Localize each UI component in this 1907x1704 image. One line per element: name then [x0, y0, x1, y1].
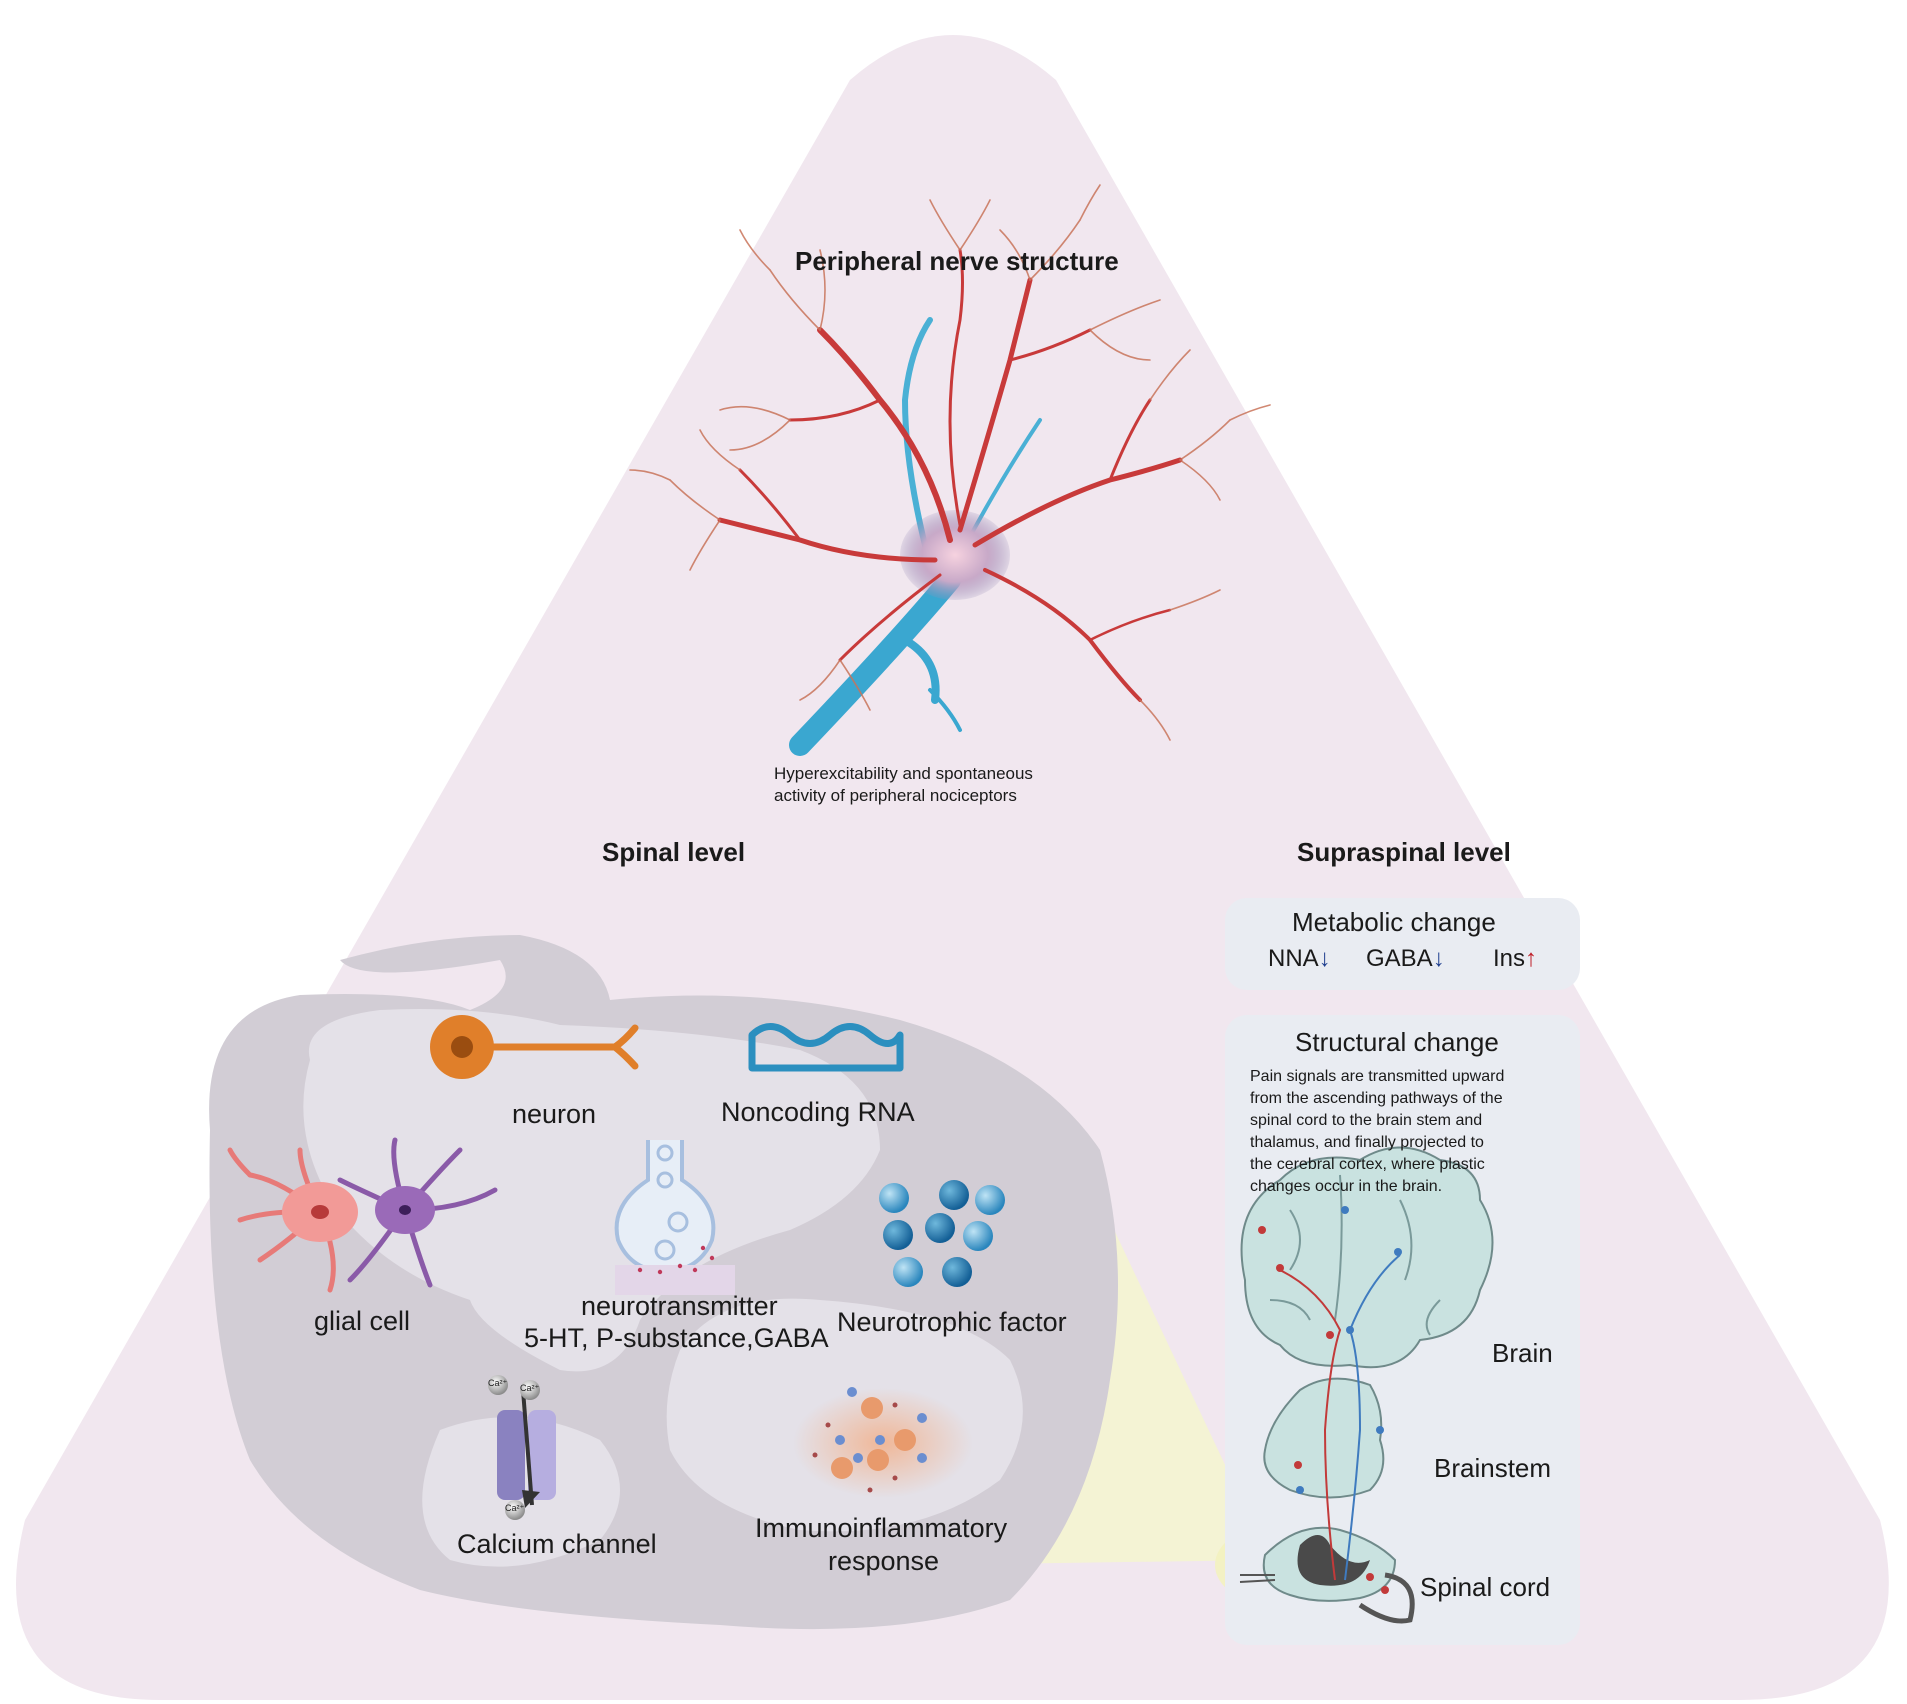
peripheral-neuron-illustration: [629, 184, 1271, 756]
structural-text-line5: the cerebral cortex, where plastic: [1250, 1156, 1485, 1173]
noncoding-rna-icon: [748, 1023, 904, 1072]
neurotransmitter-label: neurotransmitter: [581, 1291, 778, 1321]
structural-change-title: Structural change: [1295, 1027, 1499, 1057]
neurotransmitter-examples-label: 5-HT, P-substance,GABA: [524, 1323, 829, 1353]
noncoding-rna-label: Noncoding RNA: [721, 1097, 915, 1127]
structural-text-line2: from the ascending pathways of the: [1250, 1090, 1503, 1107]
nna-down-arrow-icon: ↓: [1318, 945, 1331, 972]
brain-label: Brain: [1492, 1338, 1553, 1368]
ins-label: Ins: [1493, 945, 1526, 972]
peripheral-nerve-title: Peripheral nerve structure: [795, 246, 1119, 276]
peripheral-caption-line1: Hyperexcitability and spontaneous: [774, 764, 1033, 783]
spinal-cord-label: Spinal cord: [1420, 1572, 1551, 1602]
synapse-icon: [614, 1140, 735, 1295]
metabolic-marker-gaba: GABA↓: [1366, 945, 1445, 973]
immunoinflammatory-response-label: response: [828, 1546, 940, 1576]
neuron-label: neuron: [512, 1099, 597, 1129]
gaba-down-arrow-icon: ↓: [1432, 945, 1445, 972]
neurotrophic-factor-label: Neurotrophic factor: [837, 1307, 1067, 1337]
metabolic-marker-ins: Ins↑: [1493, 945, 1537, 973]
immunoinflammatory-label: Immunoinflammatory: [755, 1513, 1008, 1543]
supraspinal-level-title: Supraspinal level: [1297, 837, 1511, 867]
ca-ion-label-1: Ca²⁺: [488, 1378, 508, 1388]
brainstem-label: Brainstem: [1434, 1453, 1552, 1483]
ca-ion-label-2: Ca²⁺: [520, 1383, 540, 1393]
neurotrophic-factor-icon: [879, 1180, 1005, 1287]
nna-label: NNA: [1268, 945, 1319, 972]
peripheral-caption-line2: activity of peripheral nociceptors: [774, 786, 1017, 805]
calcium-channel-icon: [488, 1375, 556, 1520]
brainstem-shape: [1263, 1377, 1385, 1499]
spinal-level-title: Spinal level: [602, 837, 746, 867]
structural-text-line4: thalamus, and finally projected to: [1250, 1134, 1484, 1151]
immunoinflammatory-icon: [793, 1387, 973, 1498]
ins-up-arrow-icon: ↑: [1525, 945, 1538, 972]
glial-cell-label: glial cell: [314, 1306, 411, 1336]
cns-pathway-illustration: [1239, 1146, 1494, 1624]
glial-cell-icon: [227, 1137, 498, 1293]
metabolic-marker-nna: NNA↓: [1268, 945, 1331, 973]
structural-text-line1: Pain signals are transmitted upward: [1250, 1068, 1505, 1085]
neuron-icon: [430, 1015, 639, 1079]
metabolic-panel: [1225, 898, 1580, 990]
ca-ion-label-3: Ca²⁺: [505, 1503, 525, 1513]
structural-text-line6: changes occur in the brain.: [1250, 1178, 1443, 1195]
metabolic-change-title: Metabolic change: [1292, 907, 1496, 937]
calcium-channel-label: Calcium channel: [457, 1529, 657, 1559]
structural-text-line3: spinal cord to the brain stem and: [1250, 1112, 1483, 1129]
gaba-label: GABA: [1366, 945, 1433, 972]
